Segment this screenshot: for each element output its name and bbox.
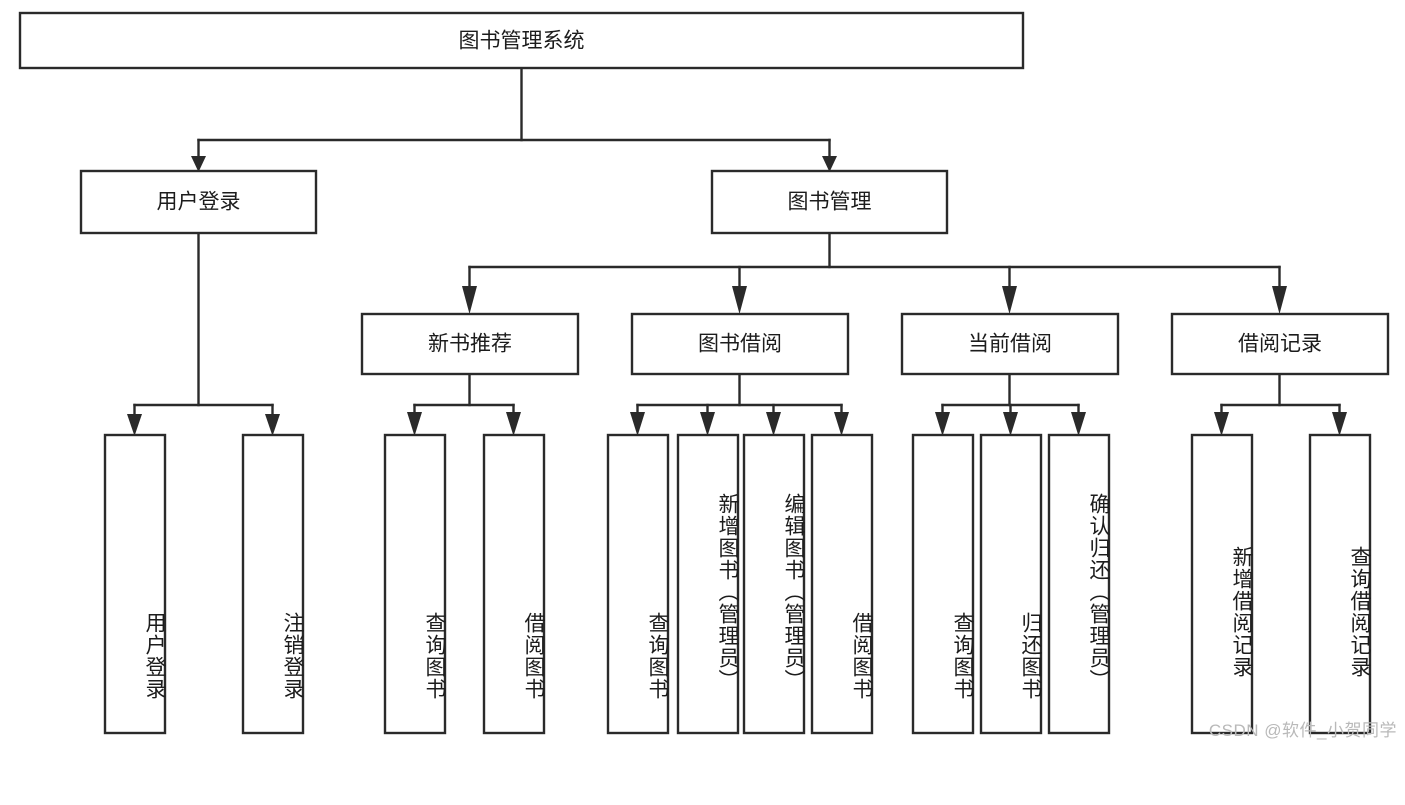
arrowhead-current [1002,286,1017,314]
node-book-management-label: 图书管理 [788,191,872,214]
arrowhead-cb-return [1003,412,1018,436]
arrowhead-l-user-login [127,414,142,436]
node-new-book-recommend[interactable] [360,312,580,376]
arrowhead-nb-borrow [506,412,521,436]
arrowhead-user-login [191,156,206,172]
leaf-newbook-borrow[interactable] [482,433,546,735]
leaf-borrow-borrow[interactable] [810,433,874,735]
leaf-current-query[interactable] [911,433,975,735]
arrowhead-nb-query [407,412,422,436]
leaf-user-login[interactable] [103,433,167,735]
arrowhead-bb-add [700,412,715,436]
arrowhead-bb-edit [766,412,781,436]
node-user-login-label: 用户登录 [157,191,241,214]
flowchart-svg: 图书管理系统 用户登录 图书管理 新书推荐 图书借阅 当前借阅 借阅记录 [18,11,1390,735]
arrowhead-rec-query [1332,412,1347,436]
node-current-borrow-label: 当前借阅 [968,333,1052,356]
node-new-book-recommend-label: 新书推荐 [428,333,512,356]
arrowhead-bb-borrow [834,412,849,436]
leaf-records-query[interactable] [1308,433,1372,735]
leaf-borrow-edit[interactable] [742,433,806,735]
node-root[interactable] [18,11,1025,70]
leaf-current-return[interactable] [979,433,1043,735]
arrowhead-l-logout [265,414,280,436]
arrowhead-rec-add [1214,412,1229,436]
node-book-borrow[interactable] [630,312,850,376]
leaf-records-add[interactable] [1190,433,1254,735]
arrowhead-new-book [462,286,477,314]
connectors-layer [127,66,1347,436]
node-borrow-records-label: 借阅记录 [1238,333,1322,356]
arrowhead-bb-query [630,412,645,436]
node-root-label: 图书管理系统 [459,30,585,53]
csdn-watermark: CSDN @软件_小贺同学 [1208,721,1397,740]
arrowhead-borrow [732,286,747,314]
node-book-management[interactable] [710,169,949,235]
flowchart-canvas: 图书管理系统 用户登录 图书管理 新书推荐 图书借阅 当前借阅 借阅记录 [18,11,1397,740]
leaf-borrow-query[interactable] [606,433,670,735]
node-borrow-records[interactable] [1170,312,1390,376]
nodes-layer: 图书管理系统 用户登录 图书管理 新书推荐 图书借阅 当前借阅 借阅记录 [18,11,1390,735]
arrowhead-cb-query [935,412,950,436]
leaf-logout[interactable] [241,433,305,735]
arrowhead-records [1272,286,1287,314]
node-current-borrow[interactable] [900,312,1120,376]
arrowhead-book-mgmt [822,156,837,172]
leaf-current-confirm[interactable] [1047,433,1111,735]
node-user-login[interactable] [79,169,318,235]
node-book-borrow-label: 图书借阅 [698,333,782,356]
arrowhead-cb-confirm [1071,412,1086,436]
leaf-borrow-add[interactable] [676,433,740,735]
leaf-newbook-query[interactable] [383,433,447,735]
